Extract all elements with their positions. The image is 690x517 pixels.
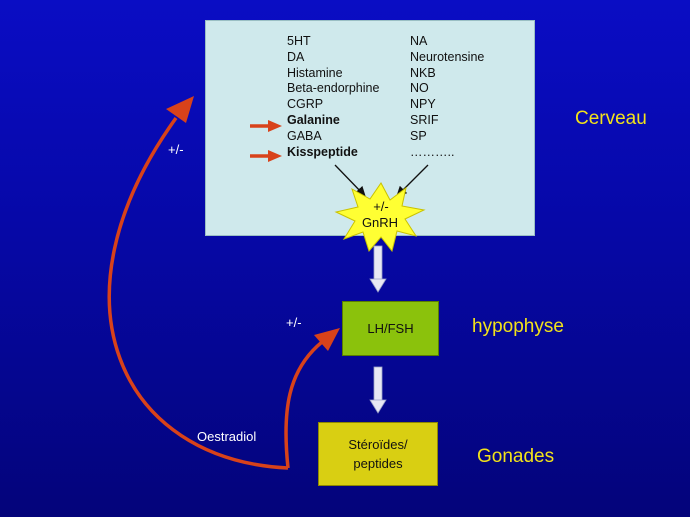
neurotransmitter-item: NPY xyxy=(410,97,436,112)
highlight-arrow-galanine xyxy=(250,120,282,132)
feedback-arrow-brain xyxy=(107,96,289,470)
oestradiol-label: Oestradiol xyxy=(197,429,257,444)
neurotransmitter-item: SP xyxy=(410,128,427,143)
brain-region-label: Cerveau xyxy=(575,108,647,129)
steroids-label: Stéroïdes/ xyxy=(348,437,408,452)
lh-fsh-box: LH/FSH xyxy=(342,301,439,356)
neurotransmitter-item: NA xyxy=(410,34,428,48)
neurotransmitter-item: SRIF xyxy=(410,112,439,127)
neurotransmitter-item: CGRP xyxy=(287,97,324,112)
neurotransmitter-item: Neurotensine xyxy=(410,49,485,64)
gonads-region-label: Gonades xyxy=(477,446,555,467)
down-arrow-gnrh-to-pituitary xyxy=(369,245,387,293)
neurotransmitter-item: NO xyxy=(410,81,429,96)
neurotransmitter-item: Histamine xyxy=(287,65,343,80)
pituitary-feedback-sign: +/- xyxy=(286,315,302,330)
highlight-arrow-kisspeptide xyxy=(250,150,282,162)
steroids-peptides-box: Stéroïdes/ peptides xyxy=(318,422,438,486)
neurotransmitter-item: ……….. xyxy=(410,144,455,159)
neurotransmitter-item: Galanine xyxy=(287,112,340,127)
down-arrow-pituitary-to-gonads xyxy=(369,366,387,414)
peptides-label: peptides xyxy=(353,456,403,471)
neurotransmitter-item: DA xyxy=(287,49,305,64)
neurotransmitter-item: 5HT xyxy=(287,34,311,48)
neurotransmitter-item: Beta-endorphine xyxy=(287,81,380,96)
gnrh-sign: +/- xyxy=(373,199,389,214)
gnrh-burst-shape xyxy=(334,182,426,253)
feedback-arrow-pituitary xyxy=(284,328,340,469)
outer-feedback-sign: +/- xyxy=(168,142,184,157)
lh-fsh-label: LH/FSH xyxy=(367,321,414,336)
neurotransmitter-item: Kisspeptide xyxy=(287,144,358,159)
gnrh-label: GnRH xyxy=(362,215,398,230)
pituitary-region-label: hypophyse xyxy=(472,316,564,337)
converge-arrow-left xyxy=(334,164,366,197)
neurotransmitter-item: NKB xyxy=(410,65,436,80)
neurotransmitter-item: GABA xyxy=(287,128,322,143)
